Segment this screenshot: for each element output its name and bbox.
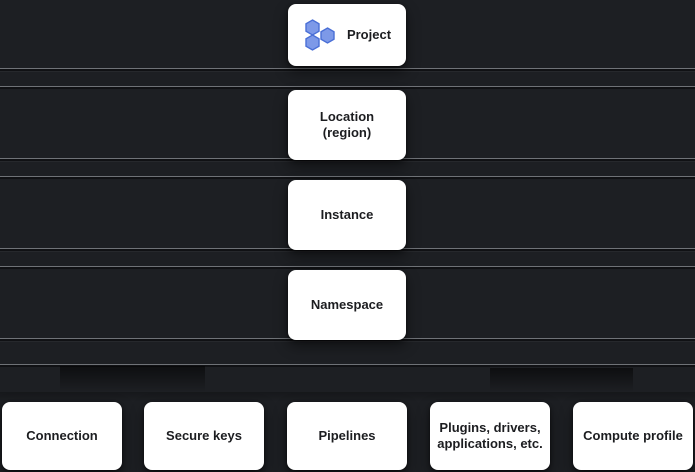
node-label: Compute profile (583, 428, 683, 443)
node-pipelines[interactable]: Pipelines (287, 402, 407, 470)
node-project[interactable]: Project (288, 4, 406, 66)
node-label: Location (region) (319, 109, 375, 140)
node-secure-keys[interactable]: Secure keys (144, 402, 264, 470)
shadow-smudge (0, 392, 695, 402)
node-location[interactable]: Location (region) (288, 90, 406, 160)
shadow-band (0, 176, 695, 177)
shadow-band (0, 251, 695, 252)
shadow-band (0, 177, 695, 179)
node-label: Instance (320, 207, 374, 222)
shadow-band (0, 87, 695, 89)
shadow-band (0, 71, 695, 72)
shadow-smudge (60, 366, 205, 392)
node-label: Secure keys (166, 428, 242, 443)
node-compute-profile[interactable]: Compute profile (573, 402, 693, 470)
node-label: Project (346, 27, 392, 42)
node-namespace[interactable]: Namespace (288, 270, 406, 340)
shadow-band (0, 86, 695, 87)
shadow-band (0, 341, 695, 342)
node-instance[interactable]: Instance (288, 180, 406, 250)
node-plugins[interactable]: Plugins, drivers, applications, etc. (430, 402, 550, 470)
shadow-band (0, 161, 695, 162)
node-label: Connection (26, 428, 98, 443)
node-label: Pipelines (318, 428, 376, 443)
shadow-band (0, 364, 695, 365)
shadow-band (0, 365, 695, 367)
shadow-band (0, 68, 695, 69)
node-connection[interactable]: Connection (2, 402, 122, 470)
node-label: Plugins, drivers, applications, etc. (437, 420, 543, 451)
shadow-band (0, 69, 695, 71)
shadow-band (0, 267, 695, 269)
node-label: Namespace (310, 297, 384, 312)
hexagon-cluster-icon (305, 19, 335, 51)
shadow-smudge (490, 368, 633, 392)
shadow-band (0, 266, 695, 267)
